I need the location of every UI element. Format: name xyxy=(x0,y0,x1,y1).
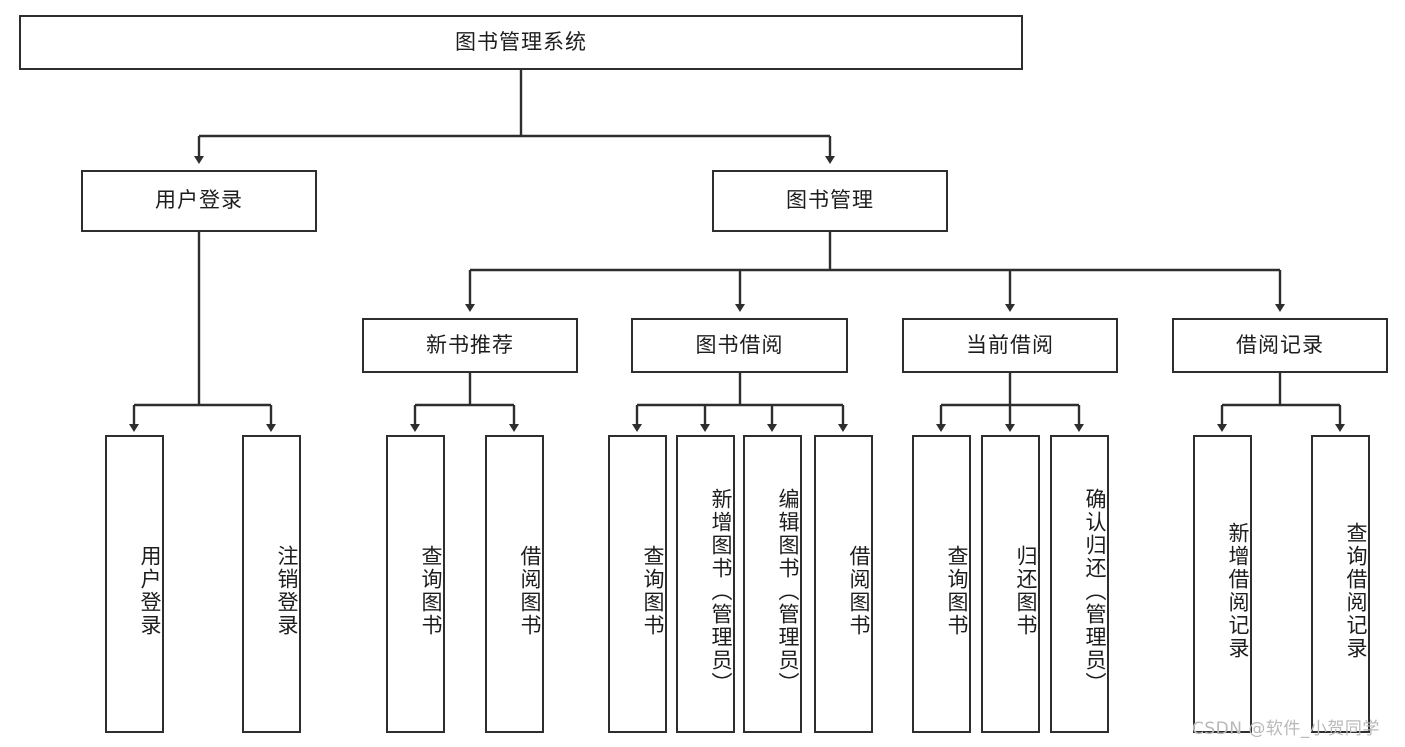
node-label: 用户登录 xyxy=(138,545,162,637)
node-label: 查询图书 xyxy=(641,545,665,637)
node-book-management[interactable]: 图书管理 xyxy=(712,170,948,232)
leaf-current-return-book[interactable]: 归还图书 xyxy=(981,435,1040,733)
node-label: 查询图书 xyxy=(945,545,969,637)
node-label: 查询借阅记录 xyxy=(1344,522,1368,660)
leaf-user-login-logout[interactable]: 注销登录 xyxy=(242,435,301,733)
node-current-borrow[interactable]: 当前借阅 xyxy=(902,318,1118,373)
node-label: 确认归还（管理员） xyxy=(1083,487,1107,695)
leaf-recommend-borrow-book[interactable]: 借阅图书 xyxy=(485,435,544,733)
node-label: 借阅记录 xyxy=(1236,332,1324,357)
node-user-login[interactable]: 用户登录 xyxy=(81,170,317,232)
node-label: 借阅图书 xyxy=(518,545,542,637)
node-borrow-record[interactable]: 借阅记录 xyxy=(1172,318,1388,373)
leaf-record-add-borrow-record[interactable]: 新增借阅记录 xyxy=(1193,435,1252,733)
node-label: 用户登录 xyxy=(155,188,243,213)
node-label: 图书管理系统 xyxy=(455,29,587,54)
node-label: 查询图书 xyxy=(419,545,443,637)
node-new-book-recommend[interactable]: 新书推荐 xyxy=(362,318,578,373)
leaf-record-query-borrow-record[interactable]: 查询借阅记录 xyxy=(1311,435,1370,733)
node-label: 注销登录 xyxy=(275,545,299,637)
node-label: 当前借阅 xyxy=(966,332,1054,357)
leaf-borrow-query-book[interactable]: 查询图书 xyxy=(608,435,667,733)
node-label: 图书借阅 xyxy=(695,332,784,357)
leaf-borrow-add-book-admin[interactable]: 新增图书（管理员） xyxy=(676,435,735,733)
leaf-current-confirm-return-admin[interactable]: 确认归还（管理员） xyxy=(1050,435,1109,733)
node-book-borrow[interactable]: 图书借阅 xyxy=(631,318,848,373)
node-root-book-management-system[interactable]: 图书管理系统 xyxy=(19,15,1023,70)
leaf-recommend-query-book[interactable]: 查询图书 xyxy=(386,435,445,733)
node-label: 编辑图书（管理员） xyxy=(776,487,800,695)
node-label: 借阅图书 xyxy=(847,545,871,637)
leaf-current-query-book[interactable]: 查询图书 xyxy=(912,435,971,733)
node-label: 图书管理 xyxy=(786,188,874,213)
node-label: 新书推荐 xyxy=(426,332,514,357)
leaf-borrow-borrow-book[interactable]: 借阅图书 xyxy=(814,435,873,733)
node-label: 新增借阅记录 xyxy=(1226,522,1250,660)
leaf-user-login-login[interactable]: 用户登录 xyxy=(105,435,164,733)
leaf-borrow-edit-book-admin[interactable]: 编辑图书（管理员） xyxy=(743,435,802,733)
node-label: 新增图书（管理员） xyxy=(709,487,733,695)
node-label: 归还图书 xyxy=(1014,545,1038,637)
csdn-watermark: CSDN @软件_小贺同学 xyxy=(1192,719,1380,739)
